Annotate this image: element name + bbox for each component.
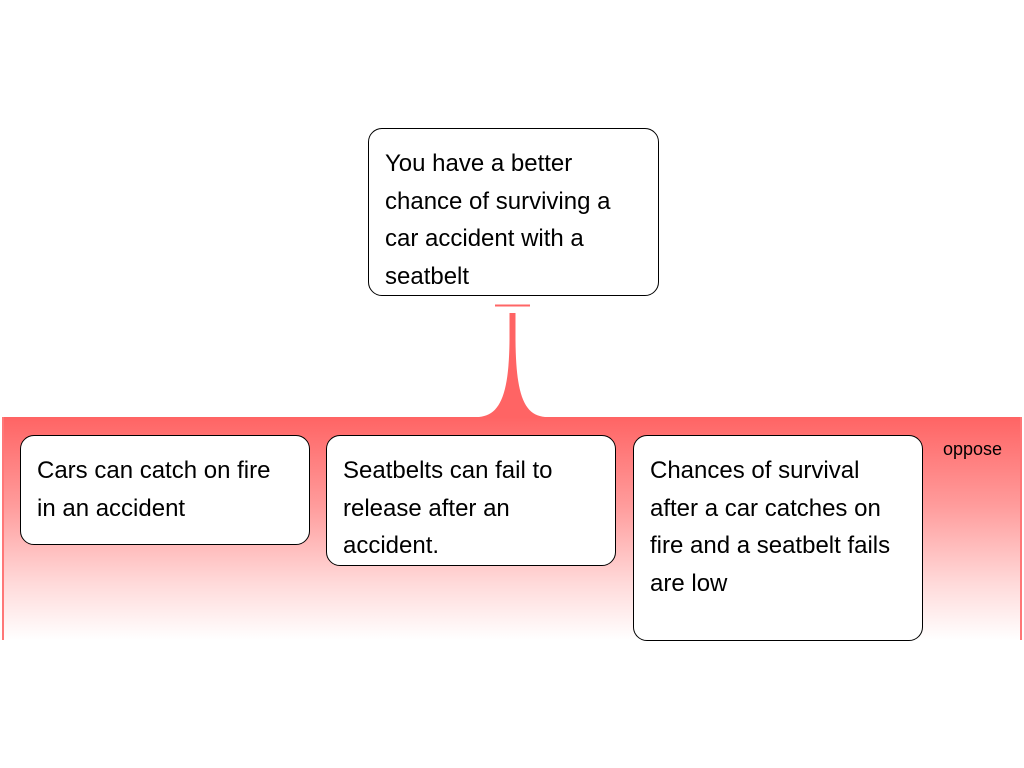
oppose-label: oppose (943, 439, 1003, 459)
premise-text: Seatbelts can fail to release after an a… (343, 457, 553, 559)
premise-box[interactable]: Cars can catch on fire in an accident (20, 435, 310, 545)
premise-box[interactable]: Chances of survival after a car catches … (633, 435, 923, 641)
claim-box[interactable]: You have a better chance of surviving a … (368, 128, 659, 296)
connector-stem (479, 313, 545, 417)
claim-text: You have a better chance of surviving a … (385, 150, 611, 290)
premise-box[interactable]: Seatbelts can fail to release after an a… (326, 435, 616, 566)
premise-text: Chances of survival after a car catches … (650, 457, 891, 597)
premise-text: Cars can catch on fire in an accident (37, 457, 271, 522)
